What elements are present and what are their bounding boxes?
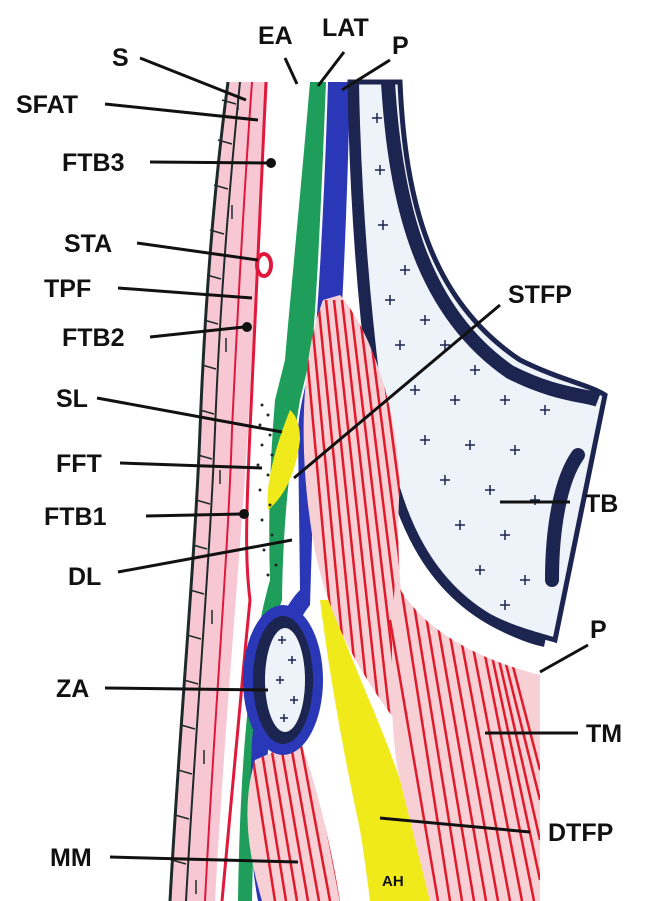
artist-signature: AH	[382, 873, 404, 890]
superficial-temporal-artery	[257, 254, 271, 276]
label-lat: LAT	[322, 14, 369, 42]
label-s: S	[112, 44, 129, 72]
label-dl: DL	[68, 563, 101, 591]
label-tm: TM	[586, 720, 622, 748]
label-p-bottom: P	[590, 616, 607, 644]
label-ftb3: FTB3	[62, 149, 125, 177]
zygomatic-arch-marrow	[265, 628, 305, 732]
label-stfp: STFP	[508, 281, 572, 309]
label-sta: STA	[64, 230, 112, 258]
label-za: ZA	[56, 675, 89, 703]
label-sfat: SFAT	[16, 91, 78, 119]
label-ea: EA	[258, 22, 293, 50]
label-ftb2: FTB2	[62, 324, 125, 352]
label-sl: SL	[56, 385, 88, 413]
label-p-top: P	[392, 32, 409, 60]
label-mm: MM	[50, 844, 92, 872]
label-tpf: TPF	[44, 275, 91, 303]
label-fft: FFT	[56, 450, 102, 478]
label-ftb1: FTB1	[44, 503, 107, 531]
label-tb: TB	[585, 490, 618, 518]
label-dtfp: DTFP	[548, 819, 613, 847]
